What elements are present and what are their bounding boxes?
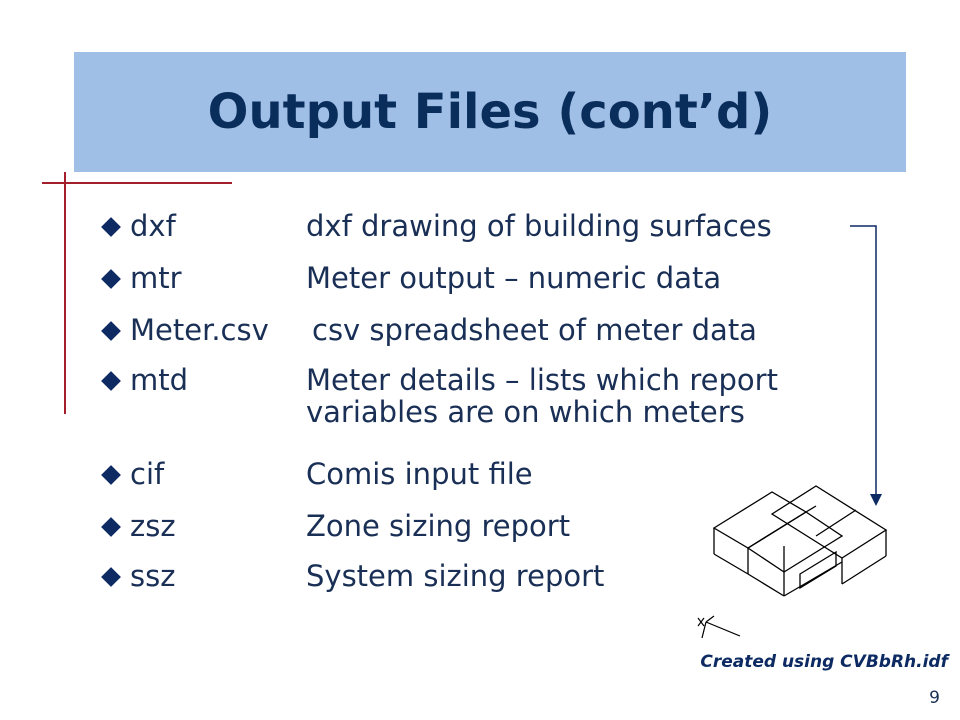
file-description: Meter details – lists which report varia… bbox=[306, 363, 778, 429]
red-vertical-line bbox=[64, 172, 66, 414]
diamond-bullet-icon bbox=[101, 517, 121, 537]
axis-indicator-icon bbox=[697, 615, 741, 639]
red-horizontal-line bbox=[42, 182, 232, 184]
list-item: zsz Zone sizing report bbox=[96, 510, 570, 542]
file-extension: zsz bbox=[130, 509, 176, 543]
building-wireframe-drawing bbox=[712, 485, 888, 597]
list-item: mtd Meter details – lists which report v… bbox=[96, 364, 856, 428]
diamond-bullet-icon bbox=[101, 465, 121, 485]
page-title: Output Files (cont’d) bbox=[207, 84, 773, 140]
file-extension: Meter.csv bbox=[130, 313, 269, 347]
file-extension: mtr bbox=[130, 261, 182, 295]
diamond-bullet-icon bbox=[101, 567, 121, 587]
arrow-connector-icon bbox=[850, 225, 882, 506]
file-extension: mtd bbox=[130, 363, 189, 397]
list-item: dxf dxf drawing of building surfaces bbox=[96, 210, 772, 242]
diamond-bullet-icon bbox=[101, 269, 121, 289]
figure-caption: Created using CVBbRh.idf bbox=[700, 652, 948, 672]
file-description: Meter output – numeric data bbox=[306, 261, 722, 295]
file-description: Zone sizing report bbox=[306, 509, 571, 543]
list-item: ssz System sizing report bbox=[96, 560, 604, 592]
list-item: mtr Meter output – numeric data bbox=[96, 262, 721, 294]
title-bar: Output Files (cont’d) bbox=[74, 52, 906, 172]
diamond-bullet-icon bbox=[101, 217, 121, 237]
diamond-bullet-icon bbox=[101, 321, 121, 341]
page-number: 9 bbox=[929, 688, 940, 708]
diamond-bullet-icon bbox=[101, 371, 121, 391]
file-description: csv spreadsheet of meter data bbox=[312, 313, 757, 347]
list-item: cif Comis input file bbox=[96, 458, 533, 490]
file-extension: cif bbox=[130, 457, 165, 491]
file-description: Comis input file bbox=[306, 457, 533, 491]
file-description: dxf drawing of building surfaces bbox=[306, 209, 772, 243]
file-description: System sizing report bbox=[306, 559, 605, 593]
list-item: Meter.csv csv spreadsheet of meter data bbox=[96, 314, 757, 346]
file-extension: ssz bbox=[130, 559, 176, 593]
file-extension: dxf bbox=[130, 209, 176, 243]
